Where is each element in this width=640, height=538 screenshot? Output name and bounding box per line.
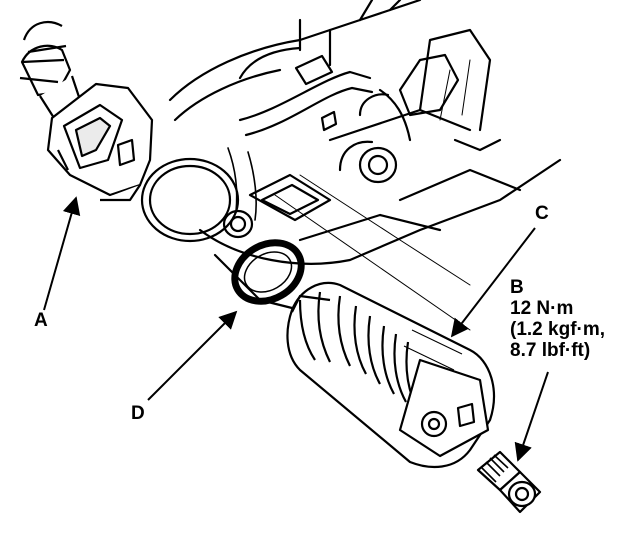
mounting-bolt [476, 450, 542, 514]
torque-kgf: (1.2 kgf·m, [510, 319, 606, 340]
leader-a [43, 196, 81, 311]
callout-a: A [34, 310, 48, 331]
callout-c: C [535, 203, 549, 224]
callout-d: D [131, 403, 145, 424]
leader-c [450, 227, 536, 338]
callout-b: B [510, 277, 524, 298]
sensor-assembly [286, 281, 495, 468]
sealing-washer [231, 239, 305, 305]
leader-d [147, 310, 238, 401]
leader-b [514, 371, 549, 462]
leader-lines [43, 196, 549, 462]
torque-spec-block: B 12 N·m (1.2 kgf·m, 8.7 lbf·ft) [510, 277, 605, 361]
torque-value: 12 N·m [510, 298, 574, 319]
torque-lbf: 8.7 lbf·ft) [510, 340, 591, 361]
engine-housing [168, 0, 562, 331]
electrical-connector [19, 21, 154, 202]
sensor-bore [140, 157, 254, 243]
